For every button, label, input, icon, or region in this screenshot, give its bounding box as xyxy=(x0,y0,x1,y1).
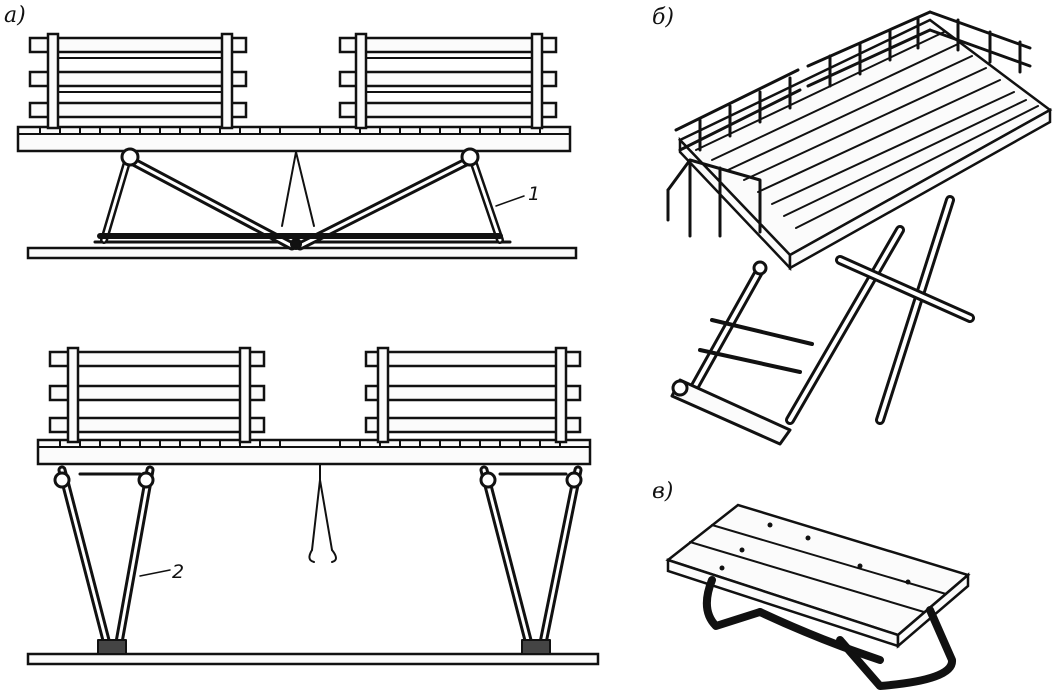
x-legs-b xyxy=(670,195,975,446)
seat-top xyxy=(16,125,572,153)
deck-slats-b xyxy=(695,31,1039,229)
table-screws-c xyxy=(719,522,911,585)
panel-label-b: б) xyxy=(652,5,674,30)
panel-label-c: в) xyxy=(652,479,673,504)
seat-bottom xyxy=(36,438,592,466)
backrest-left-top xyxy=(28,32,248,130)
backrest-right-top xyxy=(338,32,558,130)
callout-2-leader xyxy=(139,569,171,577)
callout-2: 2 xyxy=(172,561,184,583)
folded-legs-top xyxy=(97,147,504,251)
callout-1: 1 xyxy=(528,183,540,205)
bench-perspective-b xyxy=(666,10,1053,446)
table-c xyxy=(665,503,971,690)
back-rail-far-b xyxy=(806,10,1032,88)
runner-bottom xyxy=(26,652,600,666)
bench-bottom-unfolded: 2 xyxy=(26,346,600,666)
bench-top-folded: 1 xyxy=(16,32,578,260)
backrest-right-bottom xyxy=(364,346,582,444)
seat-slat-marks-top xyxy=(39,127,541,135)
callout-1-leader xyxy=(495,195,525,207)
panel-label-a: а) xyxy=(4,3,26,28)
extended-legs-bottom xyxy=(53,463,583,655)
end-frame-b xyxy=(666,158,762,238)
backrest-left-bottom xyxy=(48,346,266,444)
back-rail-near-b xyxy=(674,68,802,152)
